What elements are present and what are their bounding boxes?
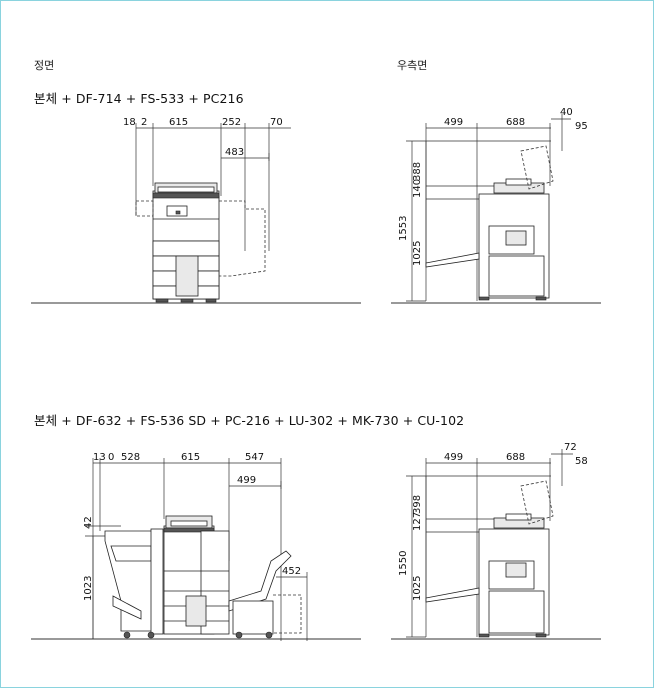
front-drawing-2: 13 0 528 615 547 499 452 42 1023 xyxy=(31,452,361,641)
side2-dim-d: 58 xyxy=(575,456,588,467)
front1-dim-e: 70 xyxy=(270,117,283,128)
side2-dim-e: 398 xyxy=(412,495,423,514)
front2-dim-h: 42 xyxy=(83,516,94,529)
front2-dim-g: 452 xyxy=(282,566,301,577)
side2-dim-c: 72 xyxy=(564,442,577,453)
side1-dim-b: 688 xyxy=(506,117,525,128)
side1-dim-c: 40 xyxy=(560,107,573,118)
side-drawing-1: 499 688 40 95 388 140 1553 1025 xyxy=(391,107,601,304)
front1-dim-b: 2 xyxy=(141,117,147,128)
front2-dim-c: 528 xyxy=(121,452,140,463)
front1-dim-f: 483 xyxy=(225,147,244,158)
right-view-label-1: 우측면 xyxy=(397,59,428,72)
front1-dim-a: 18 xyxy=(123,117,136,128)
side1-dim-a: 499 xyxy=(444,117,463,128)
side1-dim-g: 1553 xyxy=(398,216,409,241)
front2-dim-a: 13 xyxy=(93,452,106,463)
side2-dim-a: 499 xyxy=(444,452,463,463)
side1-dim-d: 95 xyxy=(575,121,588,132)
front2-dim-f: 499 xyxy=(237,475,256,486)
front-drawing-1: 18 2 615 252 70 483 xyxy=(31,117,361,304)
front2-dim-d: 615 xyxy=(181,452,200,463)
side1-dim-f: 140 xyxy=(412,179,423,198)
front1-dim-c: 615 xyxy=(169,117,188,128)
config-title-2: 본체 + DF-632 + FS-536 SD + PC-216 + LU-30… xyxy=(34,413,465,428)
side2-dim-b: 688 xyxy=(506,452,525,463)
side1-dim-e: 388 xyxy=(412,162,423,181)
config-title-1: 본체 + DF-714 + FS-533 + PC216 xyxy=(34,91,244,106)
side-drawing-2: 499 688 72 58 398 127 1550 1025 xyxy=(391,442,601,640)
front2-dim-i: 1023 xyxy=(83,576,94,601)
side2-dim-h: 1025 xyxy=(412,576,423,601)
front-view-label-1: 정면 xyxy=(34,59,55,72)
side1-dim-h: 1025 xyxy=(412,241,423,266)
front1-dim-d: 252 xyxy=(222,117,241,128)
side2-dim-g: 1550 xyxy=(398,551,409,576)
front2-dim-e: 547 xyxy=(245,452,264,463)
side2-dim-f: 127 xyxy=(412,512,423,531)
front2-dim-b: 0 xyxy=(108,452,114,463)
